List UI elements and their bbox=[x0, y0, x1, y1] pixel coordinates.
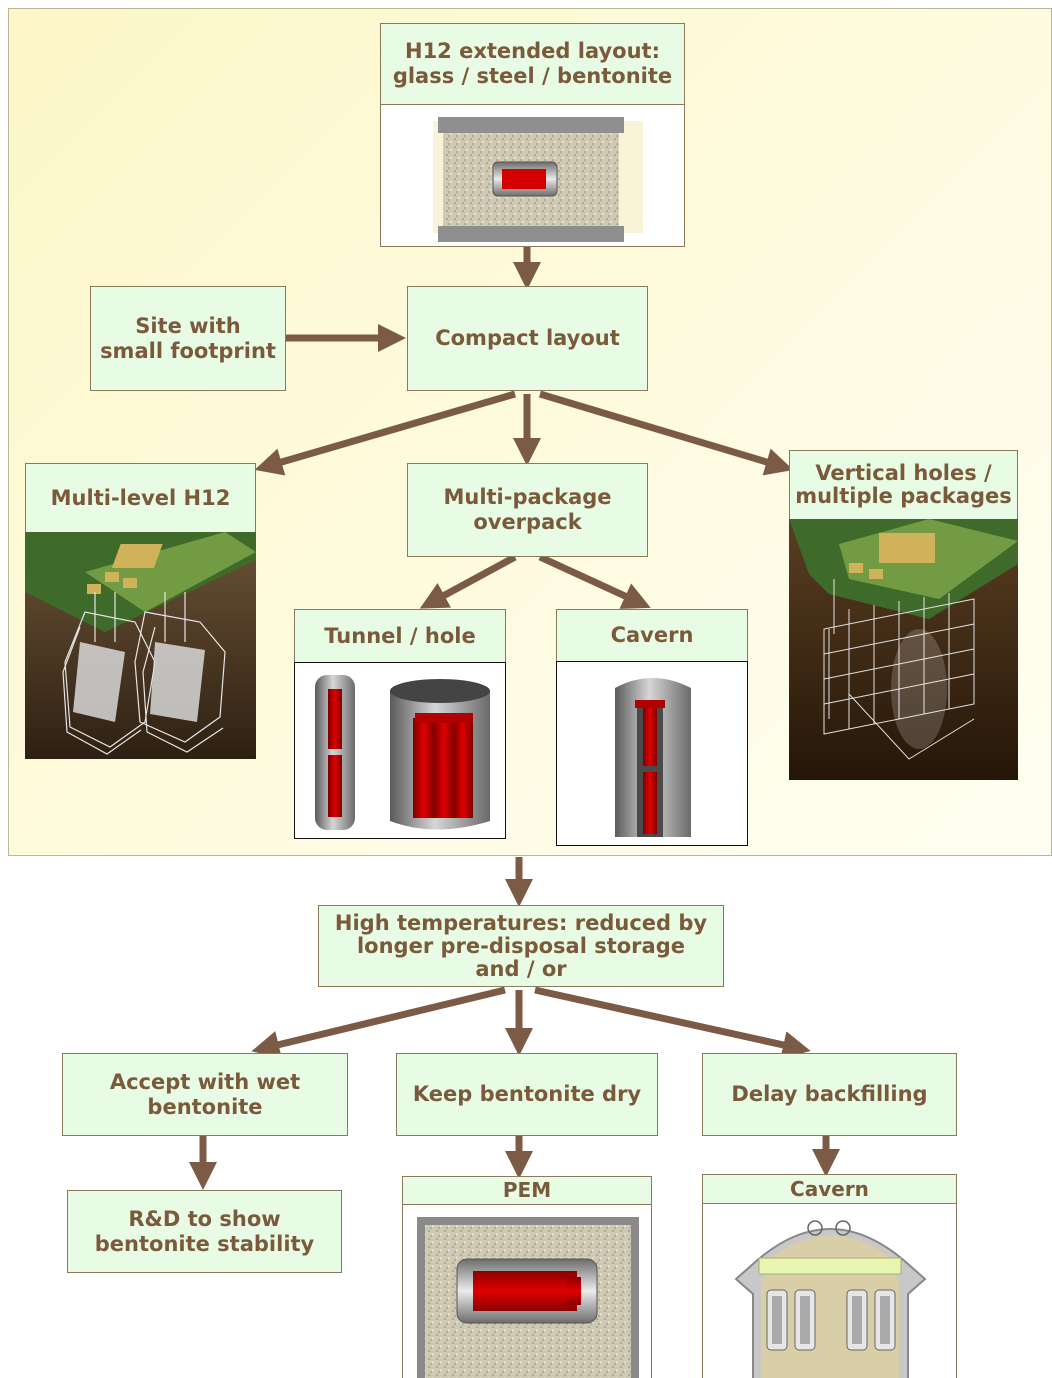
node-label: Multi-level H12 bbox=[50, 485, 231, 510]
node-compact-layout: Compact layout bbox=[407, 286, 648, 391]
node-label: Tunnel / hole bbox=[324, 623, 476, 648]
cavern-bottom-image bbox=[702, 1203, 957, 1378]
node-label: Keep bentonite dry bbox=[412, 1082, 642, 1106]
node-high-temperatures: High temperatures: reduced by longer pre… bbox=[318, 905, 724, 987]
node-tunnel-hole: Tunnel / hole bbox=[294, 609, 506, 663]
multi-level-image bbox=[25, 532, 256, 759]
arrow-hightemp-to-accept bbox=[251, 986, 506, 1059]
arrow-multipackage-to-cavern bbox=[538, 553, 651, 609]
node-accept-wet-bentonite: Accept with wet bentonite bbox=[62, 1053, 348, 1136]
node-cavern-bottom: Cavern bbox=[702, 1174, 957, 1204]
node-label: High temperatures: reduced by longer pre… bbox=[334, 910, 708, 981]
node-site-small-footprint: Site with small footprint bbox=[90, 286, 286, 391]
node-label: Vertical holes / multiple packages bbox=[795, 461, 1012, 508]
node-label: Delay backfilling bbox=[731, 1082, 928, 1106]
node-label: R&D to show bentonite stability bbox=[94, 1206, 315, 1256]
node-keep-bentonite-dry: Keep bentonite dry bbox=[396, 1053, 658, 1136]
node-delay-backfilling: Delay backfilling bbox=[702, 1053, 957, 1136]
pem-image bbox=[402, 1204, 652, 1378]
node-label: Cavern bbox=[790, 1176, 869, 1201]
node-label: Site with small footprint bbox=[100, 313, 276, 363]
node-label: PEM bbox=[502, 1178, 552, 1202]
arrow-hightemp-to-delay bbox=[534, 986, 811, 1059]
arrow-compact-to-vertical bbox=[538, 390, 794, 476]
node-label: Multi-package overpack bbox=[443, 485, 612, 534]
node-rnd-bentonite-stability: R&D to show bentonite stability bbox=[67, 1190, 342, 1273]
node-label: H12 extended layout: glass / steel / ben… bbox=[392, 39, 673, 88]
cavern-top-image bbox=[556, 661, 748, 846]
tunnel-hole-image bbox=[294, 662, 506, 839]
arrow-compact-to-multilevel bbox=[254, 390, 516, 476]
node-vertical-holes: Vertical holes / multiple packages bbox=[789, 450, 1018, 520]
arrow-multipackage-to-tunnel bbox=[419, 553, 517, 609]
node-label: Accept with wet bentonite bbox=[109, 1069, 301, 1119]
h12-section-image bbox=[380, 104, 685, 247]
node-pem: PEM bbox=[402, 1176, 652, 1205]
node-cavern-top: Cavern bbox=[556, 609, 748, 662]
node-label: Compact layout bbox=[435, 326, 620, 350]
node-multi-package-overpack: Multi-package overpack bbox=[407, 463, 648, 557]
node-h12-extended-layout: H12 extended layout: glass / steel / ben… bbox=[380, 23, 685, 105]
node-label: Cavern bbox=[610, 623, 694, 647]
node-multi-level-h12: Multi-level H12 bbox=[25, 463, 256, 533]
vertical-holes-image bbox=[789, 519, 1018, 780]
